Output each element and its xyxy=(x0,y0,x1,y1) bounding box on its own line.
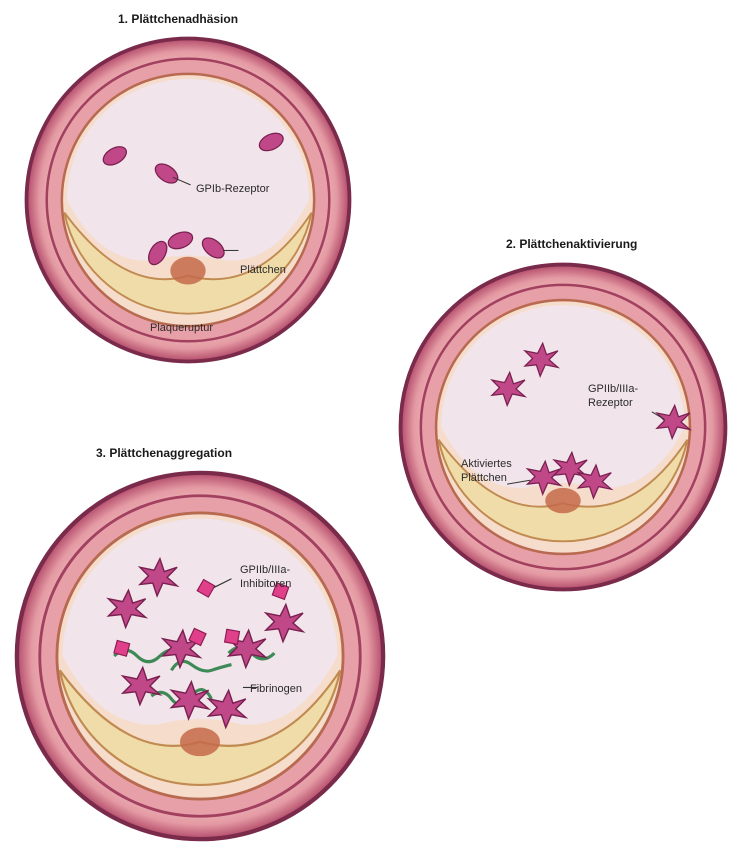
panel-3-title: 3. Plättchenaggregation xyxy=(96,446,232,460)
gpib-receptor-label: GPIb-Rezeptor xyxy=(196,183,269,197)
gpiib-iiia-receptor-label: GPIIb/IIIa- Rezeptor xyxy=(588,383,638,411)
panel-2-title: 2. Plättchenaktivierung xyxy=(506,237,637,251)
vessel-cross-section-3 xyxy=(14,470,386,842)
label-line: Inhibitoren xyxy=(240,578,291,592)
vessel-cross-section-2 xyxy=(398,262,728,592)
vessel-cross-section-1 xyxy=(24,36,352,364)
label-line: Rezeptor xyxy=(588,397,638,411)
gpiib-iiia-inhibitors-label: GPIIb/IIIa- Inhibitoren xyxy=(240,564,291,592)
platelet-label: Plättchen xyxy=(240,264,286,278)
rupture-site xyxy=(170,257,205,285)
label-line: GPIIb/IIIa- xyxy=(240,564,291,578)
activated-platelet-label: Aktiviertes Plättchen xyxy=(461,458,512,486)
panel-1-title: 1. Plättchenadhäsion xyxy=(118,12,238,26)
label-line: Aktiviertes xyxy=(461,458,512,472)
plaque-rupture-label: Plaqueruptur xyxy=(150,322,213,336)
rupture-site xyxy=(545,488,581,513)
label-line: GPIIb/IIIa- xyxy=(588,383,638,397)
rupture-site xyxy=(180,728,220,757)
inhibitor xyxy=(114,640,130,656)
inhibitor xyxy=(225,629,240,644)
label-line: Plättchen xyxy=(461,472,512,486)
fibrinogen-label: Fibrinogen xyxy=(250,683,302,697)
